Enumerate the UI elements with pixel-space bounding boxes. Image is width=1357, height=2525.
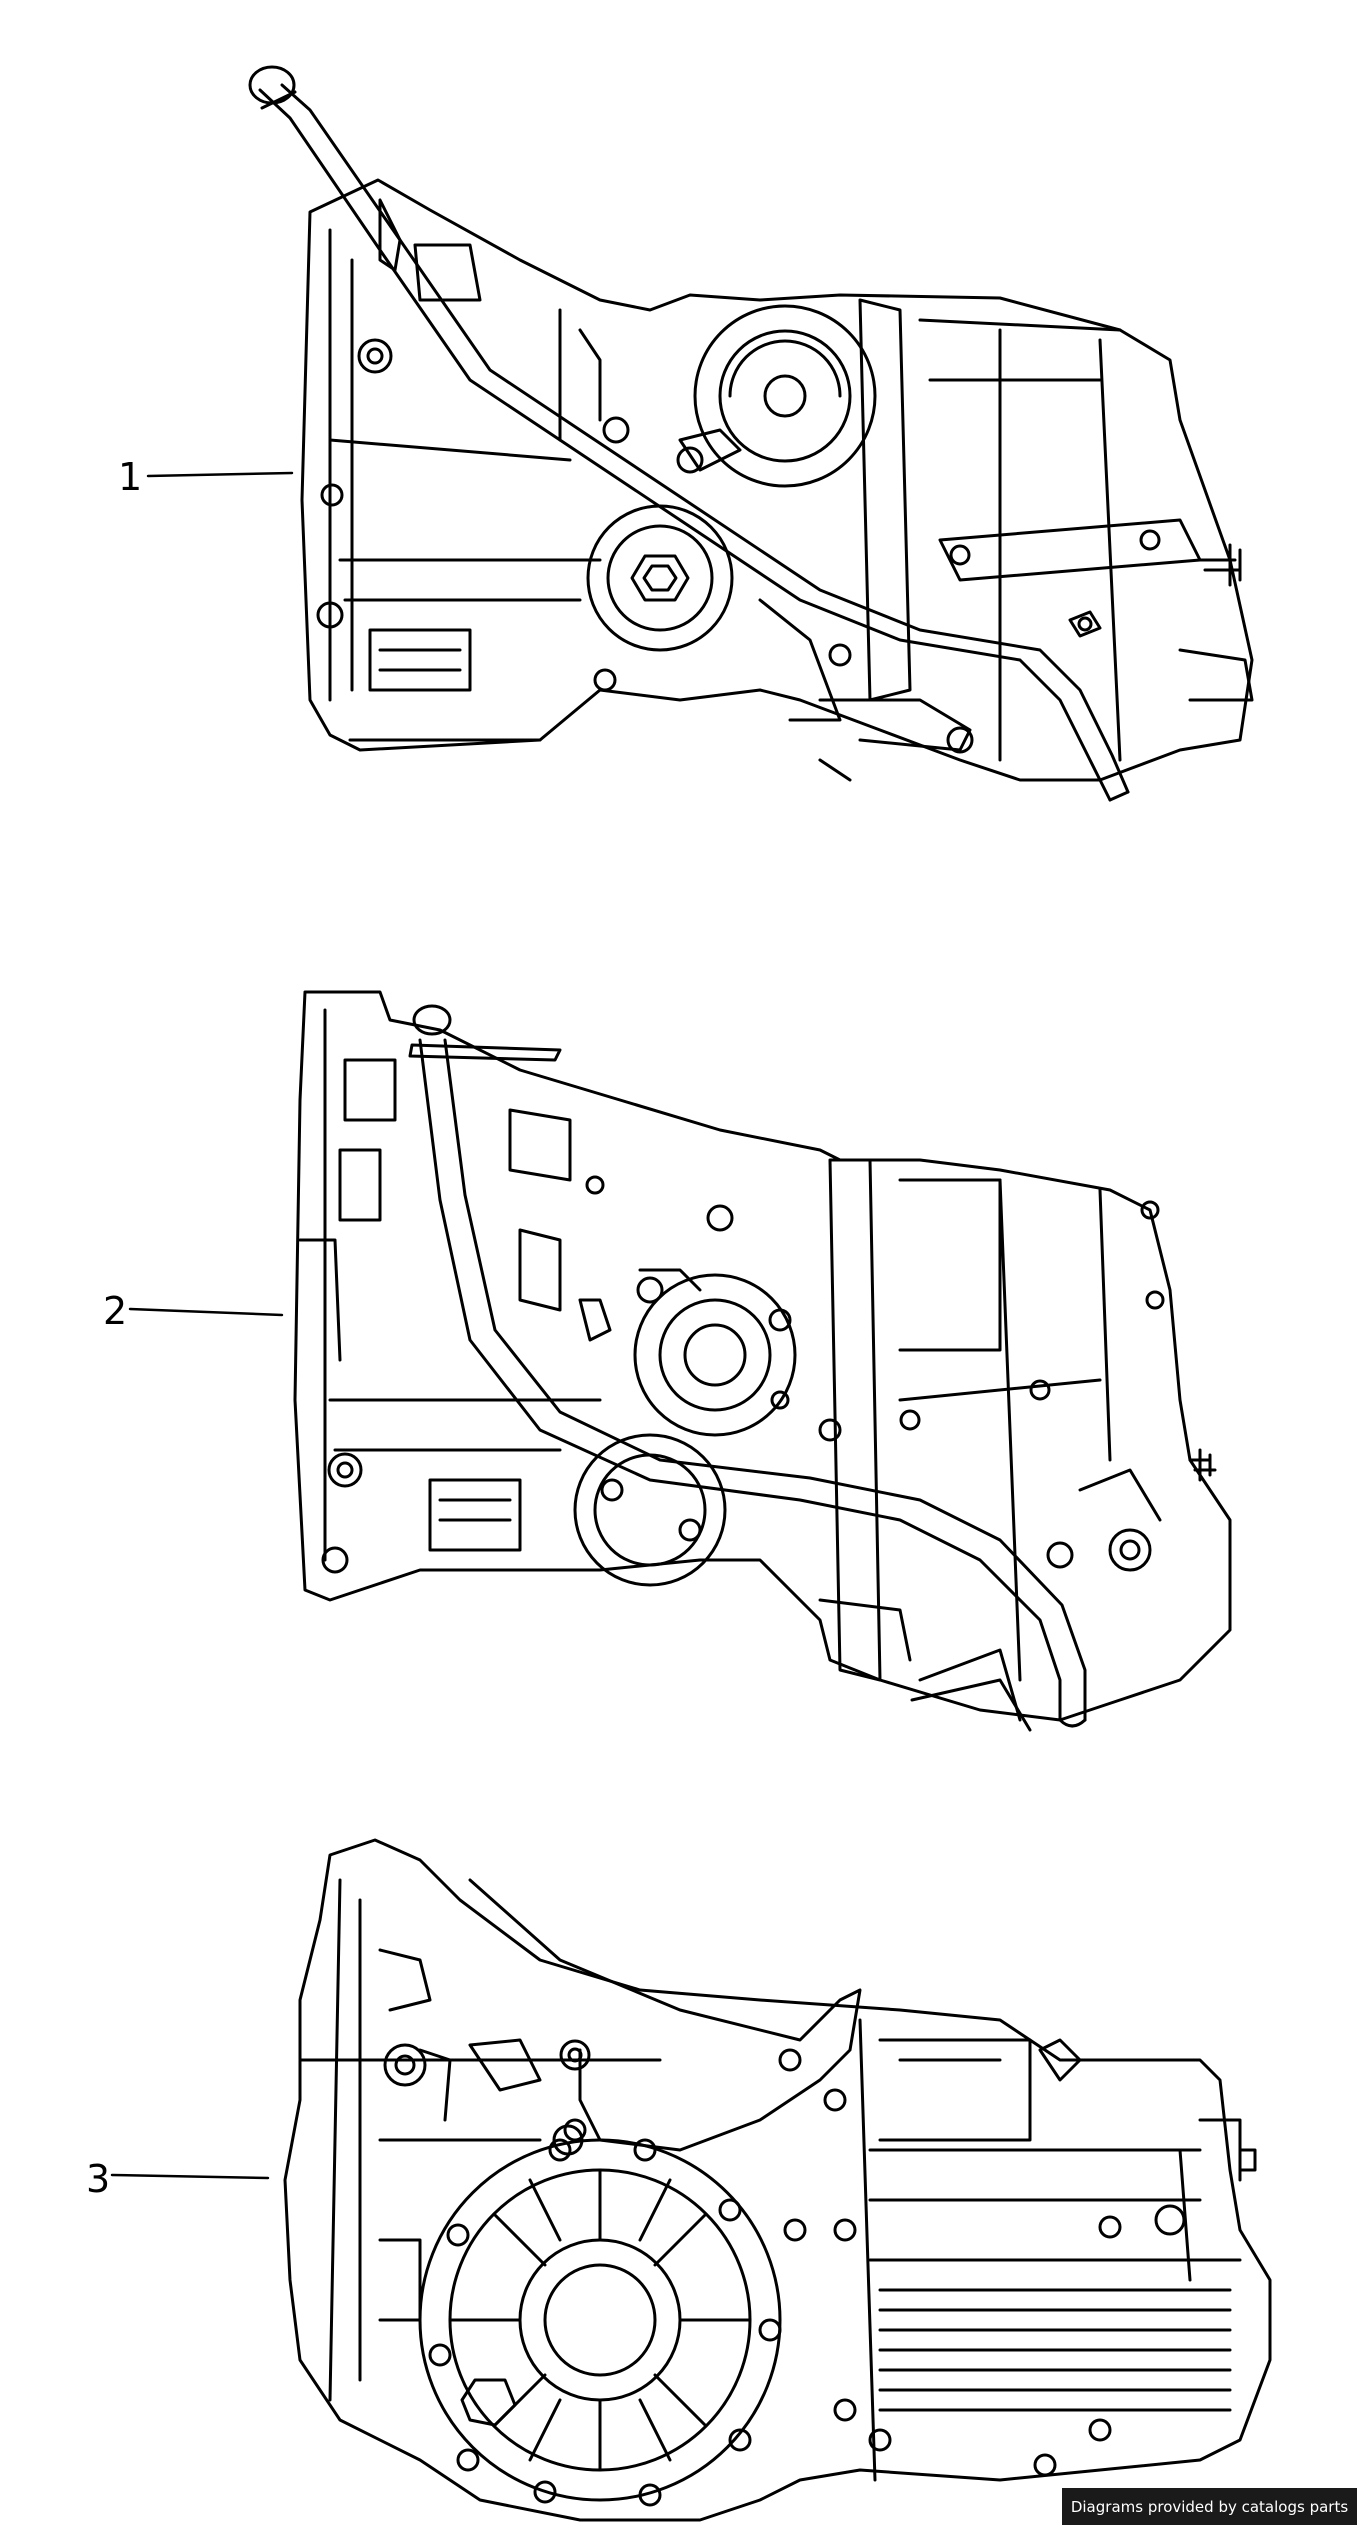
transmission-3-icon[interactable]: [110, 1838, 1272, 2522]
transmission-1-icon[interactable]: [146, 65, 1254, 802]
leader-line-1: [146, 471, 294, 478]
callout-label-3: 3: [86, 2157, 111, 2201]
credit-text: Diagrams provided by catalogs parts: [1070, 2497, 1349, 2516]
callout-label-1: 1: [118, 455, 143, 499]
diagram-credit-banner: Diagrams provided by catalogs parts: [1062, 2488, 1357, 2525]
transmission-2-icon[interactable]: [128, 990, 1232, 1732]
leader-line-3: [110, 2173, 270, 2180]
callout-label-2: 2: [103, 1289, 128, 1333]
leader-line-2: [128, 1307, 284, 1317]
